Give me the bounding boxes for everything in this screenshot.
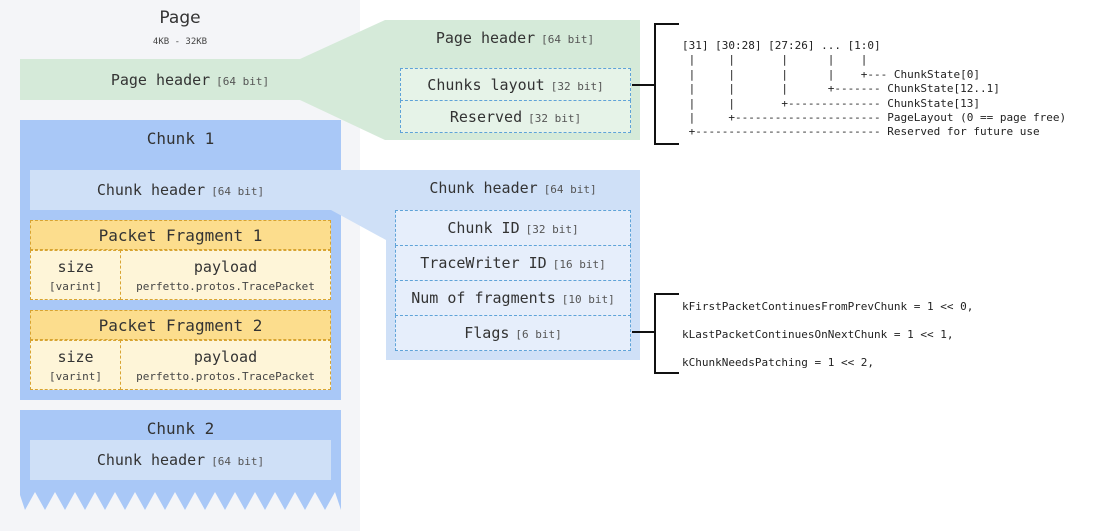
flags-field: Flags[6 bit] [395,315,631,351]
chunk-1-header: Chunk header[64 bit] [30,170,331,210]
fragment-1-payload-cell: payload perfetto.protos.TracePacket [120,250,331,300]
packet-fragment-1-title: Packet Fragment 1 [30,220,331,250]
page-header-detail-title: Page header[64 bit] [400,27,630,49]
page-size-range: 4KB - 32KB [152,37,208,47]
reserved-field: Reserved[32 bit] [400,100,631,133]
tracewriter-id-field: TraceWriter ID[16 bit] [395,245,631,281]
chunk-1-title: Chunk 1 [146,128,215,148]
page-header-label: Page header[64 bit] [110,70,270,89]
fragment-2-size-cell: size [varint] [30,340,121,390]
chunk-header-detail-label: Chunk header[64 bit] [429,179,597,197]
page-header-detail-label: Page header[64 bit] [435,29,595,47]
page-title: Page [159,8,201,28]
chunk-2-header: Chunk header[64 bit] [30,440,331,480]
flag-first-packet-continues: kFirstPacketContinuesFromPrevChunk = 1 <… [682,300,974,313]
chunk-2-title: Chunk 2 [146,418,215,438]
flag-chunk-needs-patching: kChunkNeedsPatching = 1 << 2, [682,356,875,369]
chunk-2-header-label: Chunk header[64 bit] [96,451,265,469]
layout-bracket [632,23,679,145]
num-of-fragments-field: Num of fragments[10 bit] [395,280,631,316]
chunks-layout-field: Chunks layout[32 bit] [400,68,631,101]
fragment-2-payload-cell: payload perfetto.protos.TracePacket [120,340,331,390]
flag-last-packet-continues: kLastPacketContinuesOnNextChunk = 1 << 1… [682,328,954,341]
chunk-id-field: Chunk ID[32 bit] [395,210,631,246]
chunk-layout-bit-map: [31] [30:28] [27:26] ... [1:0] | | | | |… [682,39,1067,139]
chunk-1-header-label: Chunk header[64 bit] [96,181,265,199]
chunk-header-detail-title: Chunk header[64 bit] [395,177,631,199]
fragment-1-size-cell: size [varint] [30,250,121,300]
packet-fragment-2-title: Packet Fragment 2 [30,310,331,340]
flags-bracket [632,293,679,374]
